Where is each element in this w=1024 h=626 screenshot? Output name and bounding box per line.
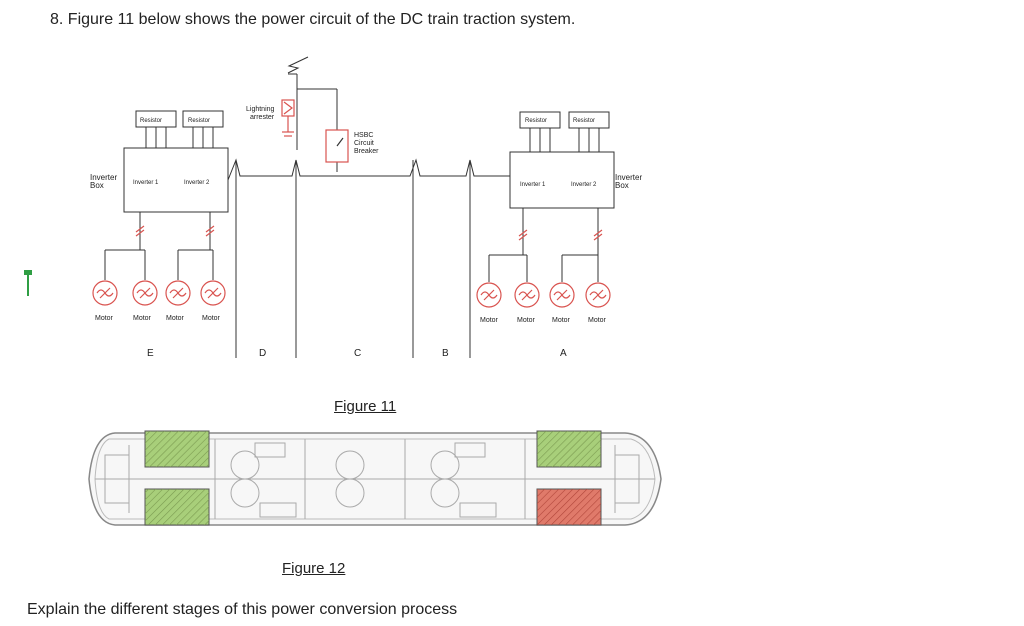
- right-inverter-box-label-1: Inverter: [615, 173, 642, 182]
- pantograph-icon: [287, 56, 309, 74]
- traction-unit-red-bottom-right: [536, 488, 602, 526]
- right-motor-4-label: Motor: [588, 317, 607, 324]
- traction-unit-green-top-left: [144, 430, 210, 468]
- figure-12-train-plan: [88, 430, 662, 526]
- lightning-arrester-label-1: Lightning: [246, 106, 275, 113]
- right-inverter-2-label: Inverter 2: [571, 182, 597, 188]
- left-motor-1-label: Motor: [95, 315, 114, 322]
- left-motor-3-label: Motor: [166, 315, 185, 322]
- traction-unit-green-top-right: [536, 430, 602, 468]
- left-inverter-2-label: Inverter 2: [184, 180, 210, 186]
- right-inverter-box-label-2: Box: [615, 181, 629, 190]
- right-resistor-1-label: Resistor: [525, 118, 547, 124]
- left-inverter-1-label: Inverter 1: [133, 180, 159, 186]
- right-motor-2-label: Motor: [517, 317, 536, 324]
- section-label-e: E: [147, 348, 154, 359]
- cable-mark-icon: [135, 225, 145, 237]
- right-motor-1-label: Motor: [480, 317, 499, 324]
- figure-11-caption: Figure 11: [334, 398, 397, 415]
- question-prompt: Explain the different stages of this pow…: [27, 601, 458, 618]
- left-resistor-2-label: Resistor: [188, 118, 210, 124]
- section-label-b: B: [442, 348, 449, 359]
- left-inverter-box-label-1: Inverter: [90, 173, 117, 182]
- figure-11-circuit-diagram: Lightning arrester HSBC Circuit Breaker …: [90, 56, 642, 359]
- section-label-a: A: [560, 348, 567, 359]
- left-motor-4-label: Motor: [202, 315, 221, 322]
- right-motor-3-label: Motor: [552, 317, 571, 324]
- lightning-arrester-label-2: arrester: [250, 114, 275, 121]
- hsbc-breaker-icon: [325, 129, 349, 163]
- comment-marker-icon[interactable]: [22, 270, 34, 296]
- left-resistor-1-label: Resistor: [140, 118, 162, 124]
- section-label-d: D: [259, 348, 266, 359]
- hsbc-label-3: Breaker: [354, 148, 379, 155]
- right-inverter-1-label: Inverter 1: [520, 182, 546, 188]
- hsbc-label-2: Circuit: [354, 140, 374, 147]
- motor-icon: [92, 280, 611, 308]
- section-label-c: C: [354, 348, 361, 359]
- hsbc-label-1: HSBC: [354, 132, 373, 139]
- figure-12-caption: Figure 12: [282, 560, 346, 577]
- right-resistor-2-label: Resistor: [573, 118, 595, 124]
- left-motor-2-label: Motor: [133, 315, 152, 322]
- left-inverter-box-label-2: Box: [90, 181, 104, 190]
- question-text: 8. Figure 11 below shows the power circu…: [50, 11, 576, 28]
- traction-unit-green-bottom-left: [144, 488, 210, 526]
